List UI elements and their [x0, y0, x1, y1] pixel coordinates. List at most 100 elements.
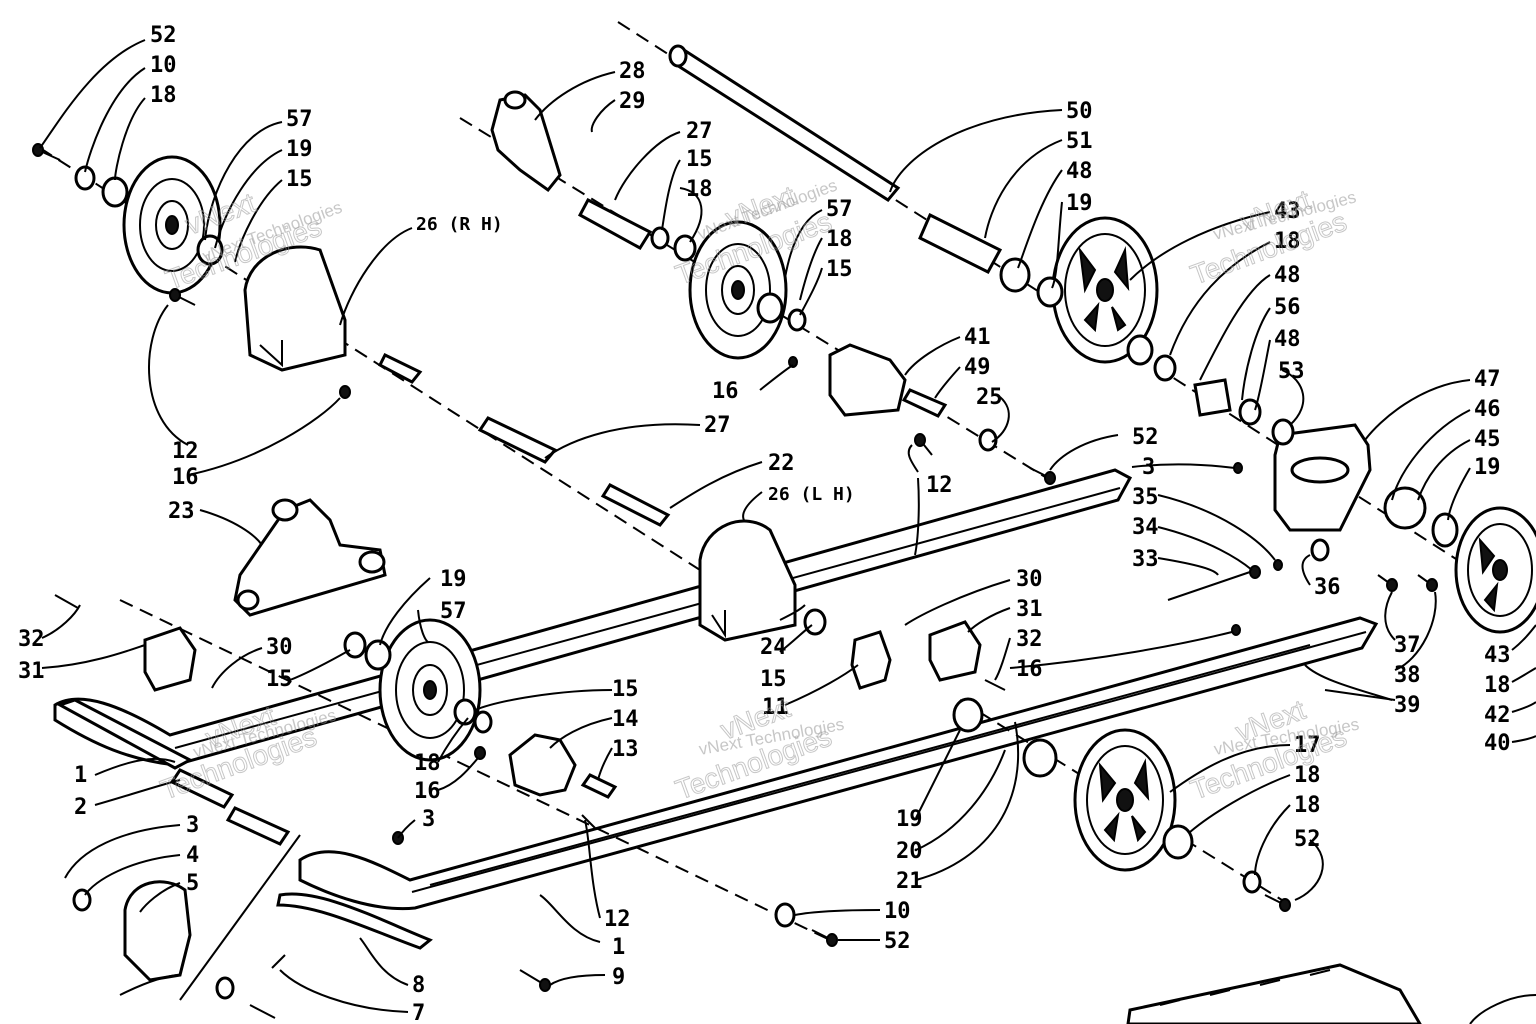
callout: 40 [1484, 731, 1511, 756]
callout: 50 [1066, 99, 1093, 124]
bolts [32, 143, 1438, 1019]
callout: 46 [1474, 397, 1501, 422]
callout: 17 [1294, 733, 1321, 758]
callout: 18 [414, 751, 441, 776]
callout: 13 [612, 737, 639, 762]
swing-arm [233, 498, 387, 617]
callout: 57 [440, 599, 467, 624]
callout: 31 [1016, 597, 1043, 622]
callout: 12 [926, 473, 953, 498]
callout: 11 [762, 695, 789, 720]
callout: 15 [266, 667, 293, 692]
callout: 27 [704, 413, 731, 438]
callout: 3 [186, 813, 199, 838]
callout: 39 [1394, 693, 1421, 718]
callout: 31 [18, 659, 45, 684]
callout: 15 [286, 167, 313, 192]
callout: 32 [18, 627, 45, 652]
callout: 48 [1274, 263, 1301, 288]
callout: 19 [286, 137, 313, 162]
callout: 36 [1314, 575, 1341, 600]
callout: 23 [168, 499, 195, 524]
callout: 38 [1394, 663, 1421, 688]
callout: 19 [1066, 191, 1093, 216]
callout: 12 [604, 907, 631, 932]
callout: 43 [1484, 643, 1511, 668]
bogie-cover-lh [698, 519, 797, 642]
callout: 16 [172, 465, 199, 490]
callout: 53 [1278, 359, 1305, 384]
callout: 15 [612, 677, 639, 702]
callout: 24 [760, 635, 787, 660]
callout: 14 [612, 707, 639, 732]
callout: 49 [964, 355, 991, 380]
callout: 15 [686, 147, 713, 172]
callout: 15 [826, 257, 853, 282]
callout: 16 [712, 379, 739, 404]
track-segment [1126, 963, 1536, 1024]
callout: 52 [150, 23, 177, 48]
callout: 1 [612, 935, 625, 960]
callout: 29 [619, 89, 646, 114]
callout: 9 [612, 965, 625, 990]
idler-wheel-lower-left [378, 618, 482, 762]
callout: 20 [896, 839, 923, 864]
callout: 18 [1294, 793, 1321, 818]
pivot-arm-rh [490, 90, 562, 193]
callout: 33 [1132, 547, 1159, 572]
callout: 26 (L H) [768, 484, 855, 505]
callout: 4 [186, 843, 199, 868]
left-rail [53, 468, 1133, 770]
callout: 18 [686, 177, 713, 202]
slide-block-left [143, 626, 197, 692]
callout: 5 [186, 871, 199, 896]
callout: 28 [619, 59, 646, 84]
rail-slide [276, 892, 433, 950]
spoked-wheel-upper-right [1051, 216, 1159, 364]
callout: 19 [1474, 455, 1501, 480]
callout: 34 [1132, 515, 1159, 540]
callout: 57 [286, 107, 313, 132]
callout: 16 [414, 779, 441, 804]
callout: 52 [1132, 425, 1159, 450]
callout: 18 [826, 227, 853, 252]
callout: 48 [1274, 327, 1301, 352]
callout: 22 [768, 451, 795, 476]
callout: 15 [760, 667, 787, 692]
callout: 7 [412, 1001, 425, 1024]
idler-wheel-upper-left [122, 155, 222, 295]
callout: 3 [1142, 455, 1155, 480]
callout: 10 [884, 899, 911, 924]
right-rail [298, 616, 1379, 911]
callout: 51 [1066, 129, 1093, 154]
axle-block-41 [828, 343, 907, 417]
callout: 16 [1016, 657, 1043, 682]
spacer-11 [850, 630, 892, 690]
callout: 45 [1474, 427, 1501, 452]
callout: 52 [1294, 827, 1321, 852]
star-adjuster [508, 733, 577, 797]
callout: 1 [74, 763, 87, 788]
bogie-cover-rh [243, 245, 347, 372]
callout: 43 [1274, 199, 1301, 224]
callout: 48 [1066, 159, 1093, 184]
callout: 19 [440, 567, 467, 592]
callout: 3 [422, 807, 435, 832]
callout: 19 [896, 807, 923, 832]
callout: 25 [976, 385, 1003, 410]
washers-and-bearings [72, 165, 1459, 1000]
callout: 56 [1274, 295, 1301, 320]
callout: 37 [1394, 633, 1421, 658]
callout: 26 (R H) [416, 214, 503, 235]
callout: 32 [1016, 627, 1043, 652]
callout: 18 [150, 83, 177, 108]
front-bumper [123, 880, 192, 982]
leader-lines [39, 39, 1536, 1013]
callout: 10 [150, 53, 177, 78]
callout: 18 [1274, 229, 1301, 254]
callout: 35 [1132, 485, 1159, 510]
callout: 8 [412, 973, 425, 998]
slide-block-right [928, 620, 982, 682]
rear-bracket [1273, 423, 1372, 532]
